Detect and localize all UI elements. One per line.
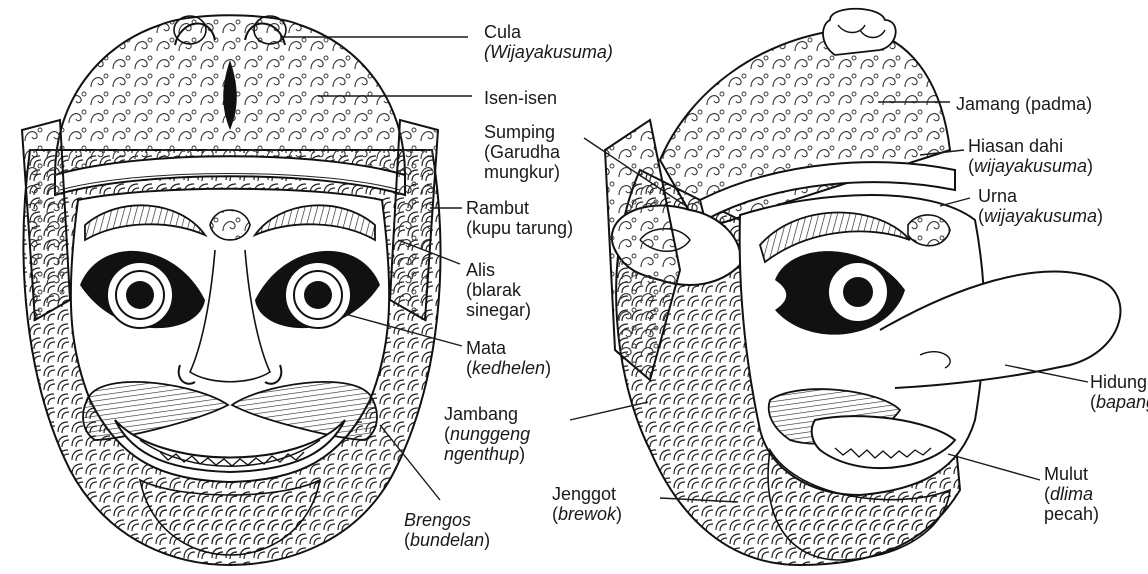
- label-brengos-line1: Brengos: [404, 510, 490, 530]
- label-jambang-line2: (nunggeng: [444, 424, 530, 444]
- label-rambut: Rambut (kupu tarung): [466, 198, 573, 238]
- label-hiasan-dahi: Hiasan dahi (wijayakusuma): [968, 136, 1093, 176]
- label-mulut: Mulut (dlima pecah): [1044, 464, 1099, 524]
- label-alis: Alis (blarak sinegar): [466, 260, 531, 320]
- label-brengos-line2: (bundelan): [404, 530, 490, 550]
- label-rambut-line2: (kupu tarung): [466, 218, 573, 238]
- label-jamang-line1: Jamang (padma): [956, 94, 1092, 114]
- label-hidung-line2: (bapangan): [1090, 392, 1148, 412]
- label-sumping-line2: (Garudha: [484, 142, 560, 162]
- label-cula: Cula (Wijayakusuma): [484, 22, 613, 62]
- label-urna-line1: Urna: [978, 186, 1103, 206]
- label-alis-line1: Alis: [466, 260, 531, 280]
- label-jenggot: Jenggot (brewok): [552, 484, 622, 524]
- label-mulut-line2: (dlima: [1044, 484, 1099, 504]
- label-cula-line2: (Wijayakusuma): [484, 42, 613, 62]
- label-hiasan-line2: (wijayakusuma): [968, 156, 1093, 176]
- label-jambang-line1: Jambang: [444, 404, 530, 424]
- label-sumping: Sumping (Garudha mungkur): [484, 122, 560, 182]
- label-mulut-line1: Mulut: [1044, 464, 1099, 484]
- label-brengos: Brengos (bundelan): [404, 510, 490, 550]
- label-mata-line1: Mata: [466, 338, 551, 358]
- label-jenggot-line1: Jenggot: [552, 484, 622, 504]
- label-jenggot-line2: (brewok): [552, 504, 622, 524]
- label-mata: Mata (kedhelen): [466, 338, 551, 378]
- label-alis-line2: (blarak: [466, 280, 531, 300]
- left-mask: [22, 15, 440, 565]
- label-sumping-line1: Sumping: [484, 122, 560, 142]
- label-jambang: Jambang (nunggeng ngenthup): [444, 404, 530, 464]
- label-sumping-line3: mungkur): [484, 162, 560, 182]
- label-mulut-line3: pecah): [1044, 504, 1099, 524]
- label-isen-isen: Isen-isen: [484, 88, 557, 108]
- label-rambut-line1: Rambut: [466, 198, 573, 218]
- label-jamang: Jamang (padma): [956, 94, 1092, 114]
- label-alis-line3: sinegar): [466, 300, 531, 320]
- label-jambang-line3: ngenthup): [444, 444, 530, 464]
- label-mata-line2: (kedhelen): [466, 358, 551, 378]
- label-hidung: Hidung (bapangan): [1090, 372, 1148, 412]
- label-hidung-line1: Hidung: [1090, 372, 1148, 392]
- label-urna-line2: (wijayakusuma): [978, 206, 1103, 226]
- label-cula-line1: Cula: [484, 22, 613, 42]
- label-isen-line1: Isen-isen: [484, 88, 557, 108]
- label-urna: Urna (wijayakusuma): [978, 186, 1103, 226]
- label-hiasan-line1: Hiasan dahi: [968, 136, 1093, 156]
